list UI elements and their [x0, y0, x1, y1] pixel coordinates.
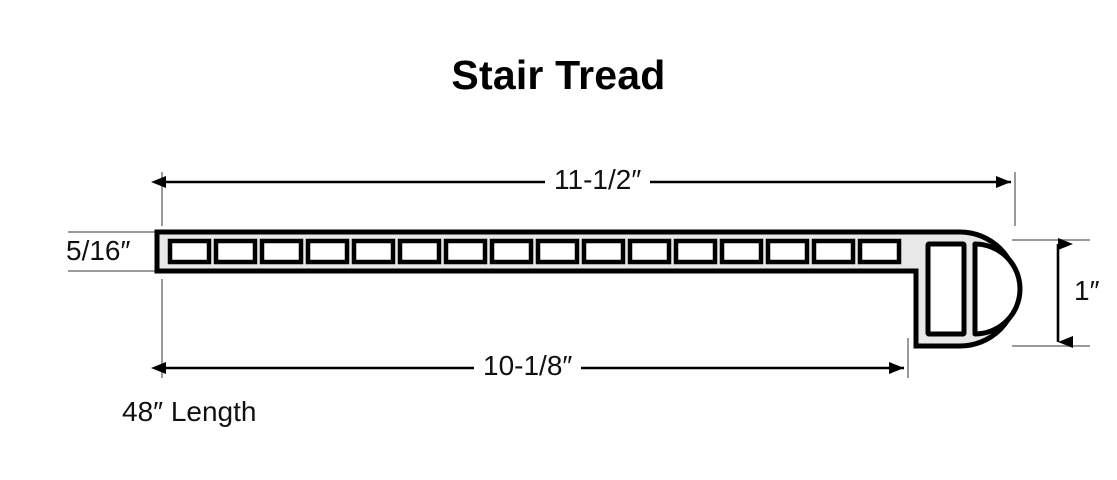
dimension-label-nose-height: 1″: [1074, 275, 1100, 307]
dimension-label-thickness: 5/16″: [64, 235, 133, 266]
tread-slot: [811, 238, 856, 265]
nose-void-rounded: [972, 241, 1023, 337]
page-title: Stair Tread: [451, 52, 666, 98]
tread-slot: [627, 238, 672, 265]
nose-void-rectangular: [925, 241, 967, 337]
dimension-label-body-width: 10-1/8″: [474, 352, 582, 380]
length-caption: 48″ Length: [122, 396, 257, 427]
tread-slot: [673, 238, 718, 265]
tread-slot: [397, 238, 442, 265]
tread-slot: [765, 238, 810, 265]
tread-slot: [719, 238, 764, 265]
tread-slot: [857, 238, 902, 265]
tread-slot: [259, 238, 304, 265]
tread-slot: [213, 238, 258, 265]
tread-slot: [489, 238, 534, 265]
tread-slot: [581, 238, 626, 265]
tread-slot-group: [167, 238, 902, 265]
tread-slot: [535, 238, 580, 265]
tread-slot: [351, 238, 396, 265]
dimension-label-overall-width: 11-1/2″: [545, 166, 651, 194]
tread-slot: [305, 238, 350, 265]
tread-slot: [443, 238, 488, 265]
tread-slot: [167, 238, 212, 265]
